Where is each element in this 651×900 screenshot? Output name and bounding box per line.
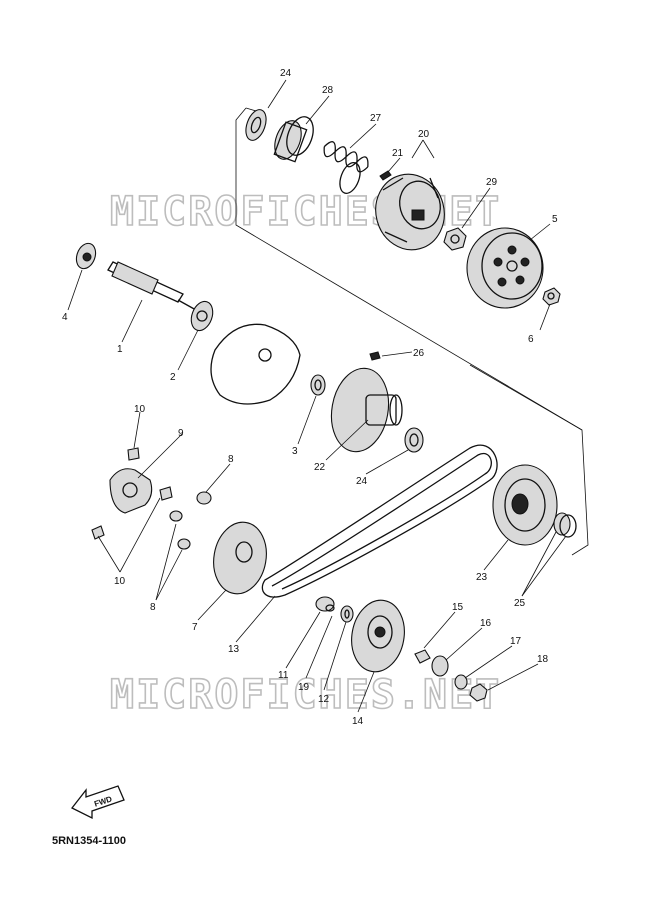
part-24-oil-seal bbox=[245, 109, 267, 141]
callout-1: 1 bbox=[117, 344, 123, 355]
callout-11: 11 bbox=[278, 670, 289, 681]
part-2-bearing bbox=[190, 300, 214, 332]
part-5-clutch-housing bbox=[466, 227, 544, 309]
part-7-primary-sheave bbox=[213, 521, 267, 595]
callout-12: 12 bbox=[318, 694, 330, 705]
part-3-washer bbox=[310, 374, 326, 396]
part-20-clutch-carrier bbox=[375, 173, 445, 251]
part-26-pin bbox=[369, 351, 381, 361]
part-29-nut bbox=[443, 227, 467, 251]
part-24-oil-seal-lower bbox=[404, 427, 424, 453]
callout-27: 27 bbox=[370, 113, 382, 124]
part-16-nut bbox=[431, 655, 449, 677]
callout-labels: 24 28 27 20 21 29 5 6 4 1 2 26 3 22 24 1… bbox=[62, 68, 558, 727]
part-14-fan bbox=[351, 599, 405, 673]
callout-6: 6 bbox=[528, 334, 534, 345]
callout-18: 18 bbox=[537, 654, 549, 665]
part-17-washer bbox=[454, 674, 468, 690]
part-9-cam bbox=[109, 468, 153, 514]
callout-20: 20 bbox=[418, 129, 430, 140]
callout-7: 7 bbox=[192, 622, 198, 633]
part-28-collar bbox=[273, 116, 314, 163]
part-10-slider bbox=[91, 447, 173, 540]
part-11-collar bbox=[315, 596, 335, 612]
part-8-weight-roller bbox=[169, 491, 212, 550]
callout-28: 28 bbox=[322, 85, 334, 96]
callout-16: 16 bbox=[480, 618, 492, 629]
callout-22: 22 bbox=[314, 462, 326, 473]
part-21-pin bbox=[379, 170, 392, 181]
callout-8-bottom: 8 bbox=[150, 602, 156, 613]
part-15-washer bbox=[414, 649, 431, 664]
part-4-bearing bbox=[75, 242, 97, 270]
callout-3: 3 bbox=[292, 446, 298, 457]
part-1-primary-shaft bbox=[107, 261, 197, 311]
part-13-v-belt bbox=[261, 444, 498, 598]
callout-24-lower: 24 bbox=[356, 476, 368, 487]
part-12-washer bbox=[340, 605, 354, 623]
callout-10-bottom: 10 bbox=[114, 576, 126, 587]
diagram-code: 5RN1354-1100 bbox=[52, 835, 127, 847]
callout-21: 21 bbox=[392, 148, 404, 159]
part-23-secondary-sheave bbox=[492, 464, 558, 546]
callout-5: 5 bbox=[552, 214, 558, 225]
callout-14: 14 bbox=[352, 716, 364, 727]
callout-4: 4 bbox=[62, 312, 68, 323]
callout-23: 23 bbox=[476, 572, 488, 583]
callout-17: 17 bbox=[510, 636, 522, 647]
callout-26: 26 bbox=[413, 348, 425, 359]
cover-gasket bbox=[210, 323, 301, 405]
callout-29: 29 bbox=[486, 177, 498, 188]
part-6-nut bbox=[542, 287, 561, 306]
fwd-arrow-icon: FWD bbox=[71, 785, 125, 820]
callout-8-top: 8 bbox=[228, 454, 234, 465]
callout-15: 15 bbox=[452, 602, 464, 613]
part-27-compression-spring bbox=[323, 141, 369, 194]
part-22-sliding-sheave bbox=[330, 367, 403, 453]
clutch-assembly-boundary bbox=[235, 107, 589, 556]
part-25-oil-seal bbox=[553, 512, 577, 538]
callout-24-top: 24 bbox=[280, 68, 292, 79]
watermark-bottom: MICROFICHES.NET bbox=[110, 672, 501, 718]
callout-9: 9 bbox=[178, 428, 184, 439]
callout-2: 2 bbox=[170, 372, 176, 383]
part-18-nut bbox=[469, 683, 488, 702]
callout-10-top: 10 bbox=[134, 404, 146, 415]
leader-lines bbox=[67, 79, 567, 713]
callout-25: 25 bbox=[514, 598, 526, 609]
callout-19: 19 bbox=[298, 682, 310, 693]
callout-13: 13 bbox=[228, 644, 240, 655]
